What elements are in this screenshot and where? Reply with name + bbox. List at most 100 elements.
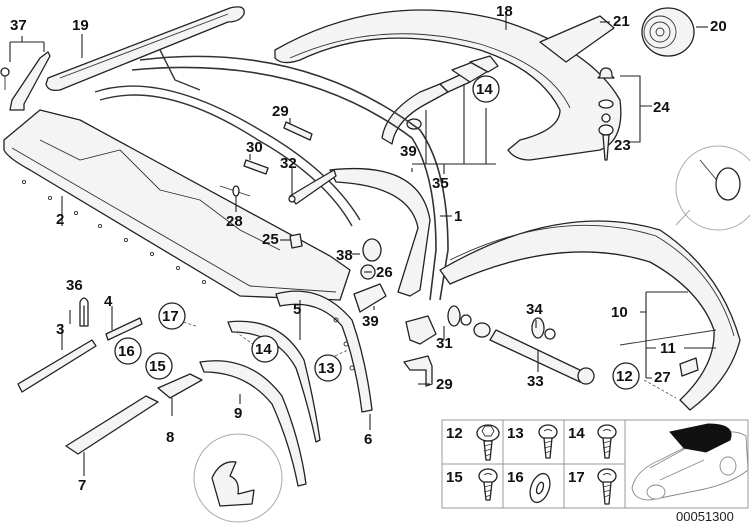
callout-15: 15: [145, 352, 173, 380]
part-8-strip: [157, 373, 203, 399]
callout-11: 11: [660, 340, 676, 357]
callout-16: 16: [114, 337, 142, 365]
callout-34: 35: [432, 175, 449, 192]
svg-text:14: 14: [568, 425, 585, 442]
svg-text:16: 16: [507, 469, 524, 486]
callout-22: 23: [614, 137, 631, 154]
callout-24: 25: [262, 231, 279, 248]
callout-23: 24: [653, 99, 670, 116]
svg-text:14: 14: [476, 81, 493, 98]
callout-29-upper: 29: [272, 103, 289, 120]
callout-13: 13: [314, 354, 342, 382]
part-19-bow-trim: [45, 6, 245, 92]
svg-text:12: 12: [616, 368, 633, 385]
svg-text:15: 15: [149, 358, 166, 375]
callout-29-lower: 30: [246, 139, 263, 156]
highlighted-convertible-top: [669, 423, 732, 453]
part-29-bolt-upper: [283, 121, 313, 141]
callout-33: 34: [526, 301, 543, 318]
part-10-side-seal: [439, 220, 741, 411]
callout-30: 31: [436, 335, 453, 352]
part-lock-mechanism: [405, 315, 437, 345]
svg-text:17: 17: [568, 469, 585, 486]
part-28-bracket: [403, 355, 433, 387]
detail-circle-bottom: [193, 433, 283, 523]
callout-31: 32: [280, 155, 297, 172]
svg-text:12: 12: [446, 425, 463, 442]
svg-text:15: 15: [446, 469, 463, 486]
svg-text:14: 14: [255, 341, 272, 358]
fastener-13: 13: [507, 424, 558, 459]
part-21-pad: [539, 15, 615, 63]
svg-text:16: 16: [118, 343, 135, 360]
callout-36: 37: [10, 17, 27, 34]
fastener-table: 12 13 14 15 16: [441, 419, 749, 509]
part-36-bracket: [0, 51, 51, 111]
fastener-17: 17: [568, 468, 617, 505]
locator-car-illustration: [631, 423, 749, 501]
part-31-hinge-bracket: [288, 169, 337, 205]
callout-8: 8: [166, 429, 174, 446]
part-35-clip: [79, 297, 89, 327]
callout-3: 3: [56, 321, 64, 338]
part-29-bolt-lower: [243, 159, 269, 175]
svg-text:13: 13: [318, 360, 335, 377]
callout-38: 39: [362, 313, 379, 330]
callout-4: 4: [104, 293, 113, 310]
callout-27: 28: [226, 213, 243, 230]
part-27-pin: [219, 185, 251, 197]
part-33-ball-stud: [531, 317, 556, 340]
part-39-pin: [406, 118, 422, 130]
reference-number: 00051300: [676, 509, 734, 524]
part-1-main-bow: [329, 167, 431, 297]
callout-9: 9: [234, 405, 242, 422]
callout-39: 39: [400, 143, 417, 160]
part-23-fastener-set: [597, 67, 615, 161]
part-38-plate: [353, 283, 387, 313]
part-frame-bows: [94, 49, 449, 301]
callout-37: 38: [336, 247, 353, 264]
part-24-clip: [289, 233, 303, 249]
circled-callouts: 14 17 16 15 14 13 12: [114, 75, 640, 390]
callout-10: 10: [611, 304, 628, 321]
callout-35: 36: [66, 277, 83, 294]
callout-17: 17: [158, 302, 186, 330]
part-26-clip: [679, 357, 699, 377]
part-6-strip: [275, 290, 373, 413]
fastener-14: 14: [568, 424, 617, 459]
callout-18: 18: [496, 3, 513, 20]
callout-14-lower: 14: [251, 335, 279, 363]
svg-text:13: 13: [507, 425, 524, 442]
svg-text:17: 17: [162, 308, 179, 325]
part-18-trim-arch: [274, 9, 622, 161]
callout-6: 6: [364, 431, 372, 448]
part-30-ball-stud: [447, 305, 472, 327]
part-20-roll: [641, 7, 695, 57]
callout-7: 7: [78, 477, 86, 494]
part-34-hinge-arm: [381, 55, 499, 145]
callout-2: 2: [56, 211, 64, 228]
part-4-strip: [105, 317, 143, 341]
callout-26: 27: [654, 369, 671, 386]
detail-circle-top: [675, 145, 750, 231]
part-32-gas-strut: [473, 322, 595, 385]
callout-21: 21: [613, 13, 630, 30]
part-37-bushing: [362, 238, 382, 262]
callout-14-top: 14: [472, 75, 500, 103]
callout-12: 12: [612, 362, 640, 390]
part-9-strip: [199, 360, 307, 487]
part-2-rear-frame: [3, 109, 351, 301]
fastener-12: 12: [446, 424, 500, 461]
callout-5: 5: [293, 301, 301, 318]
part-7-strip: [65, 395, 159, 455]
callout-25: 26: [376, 264, 393, 281]
callout-32: 33: [527, 373, 544, 390]
part-3-strip: [17, 339, 97, 393]
fastener-16-washer: 16: [507, 469, 551, 504]
part-11-seal-strip: [619, 329, 717, 346]
callout-1: 1: [454, 208, 462, 225]
fastener-15: 15: [446, 468, 498, 501]
callout-19: 19: [72, 17, 89, 34]
callout-20: 20: [710, 18, 727, 35]
